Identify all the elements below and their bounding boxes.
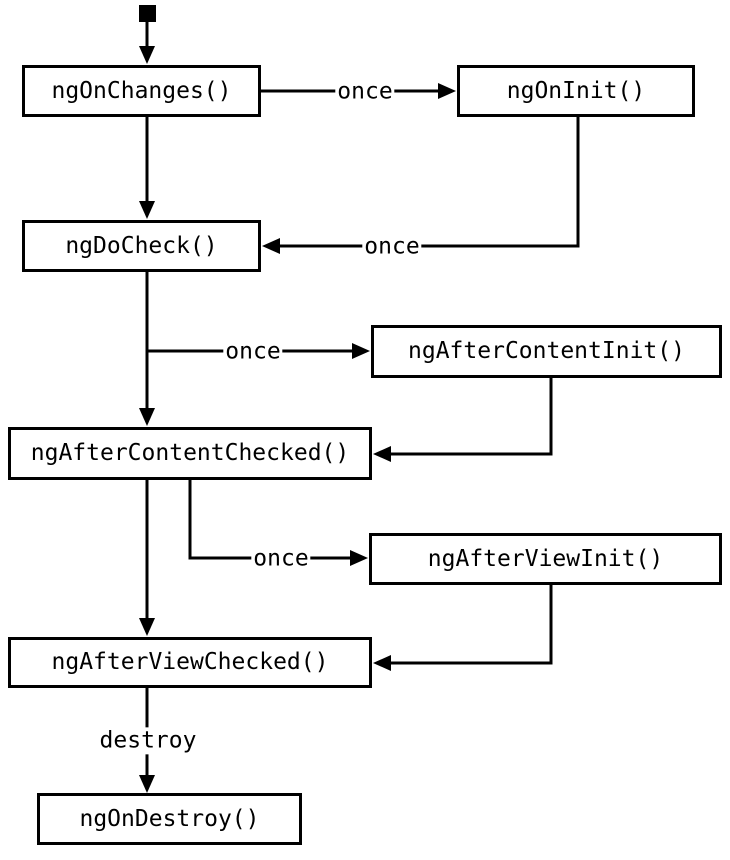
node-ngaftercontentchecked: ngAfterContentChecked() [8,427,372,480]
edge-ngaftercontentinit-to-ngaftercontentchecked [373,378,553,462]
node-ngondestroy: ngOnDestroy() [37,793,302,845]
arrowhead-right-icon [352,343,370,359]
arrowhead-left-icon [373,446,391,462]
arrowhead-left-icon [262,238,280,254]
node-label: ngAfterViewChecked() [51,649,329,675]
arrowhead-left-icon [373,655,391,671]
node-ngoninit: ngOnInit() [457,65,695,117]
edge-ngafterviewinit-to-ngafterviewchecked [373,585,553,671]
node-label: ngAfterContentChecked() [30,440,350,466]
edge-label-once-ngoninit: once [335,78,395,106]
edge-label-once-ngafterviewinit: once [251,545,311,573]
arrowhead-right-icon [438,83,456,99]
edge-start-to-ngonchanges [139,22,155,64]
node-ngaftercontentinit: ngAfterContentInit() [371,325,722,378]
initial-state-square-icon [139,5,156,22]
edge-label-destroy: destroy [97,727,199,755]
arrowhead-down-icon [139,46,155,64]
node-ngdocheck: ngDoCheck() [22,220,261,272]
arrowhead-right-icon [350,550,368,566]
edge-label-once-ngaftercontentinit: once [223,338,283,366]
arrowhead-down-icon [139,618,155,636]
node-label: ngAfterViewInit() [427,545,664,572]
node-ngonchanges: ngOnChanges() [22,65,261,117]
node-label: ngDoCheck() [65,232,218,259]
arrowhead-down-icon [139,775,155,793]
edge-label-once-ngdocheck: once [362,233,422,261]
arrowhead-down-icon [139,201,155,219]
edge-ngdocheck-to-ngaftercontentchecked [139,272,155,426]
node-label: ngOnChanges() [51,77,232,104]
node-ngafterviewchecked: ngAfterViewChecked() [8,637,372,688]
edge-ngaftercontentchecked-to-ngafterviewchecked [139,480,155,636]
edge-ngonchanges-to-ngdocheck [139,117,155,219]
node-label: ngAfterContentInit() [408,338,685,364]
node-ngafterviewinit: ngAfterViewInit() [369,533,722,585]
node-label: ngOnDestroy() [79,805,260,832]
node-label: ngOnInit() [506,77,646,104]
arrowhead-down-icon [139,408,155,426]
